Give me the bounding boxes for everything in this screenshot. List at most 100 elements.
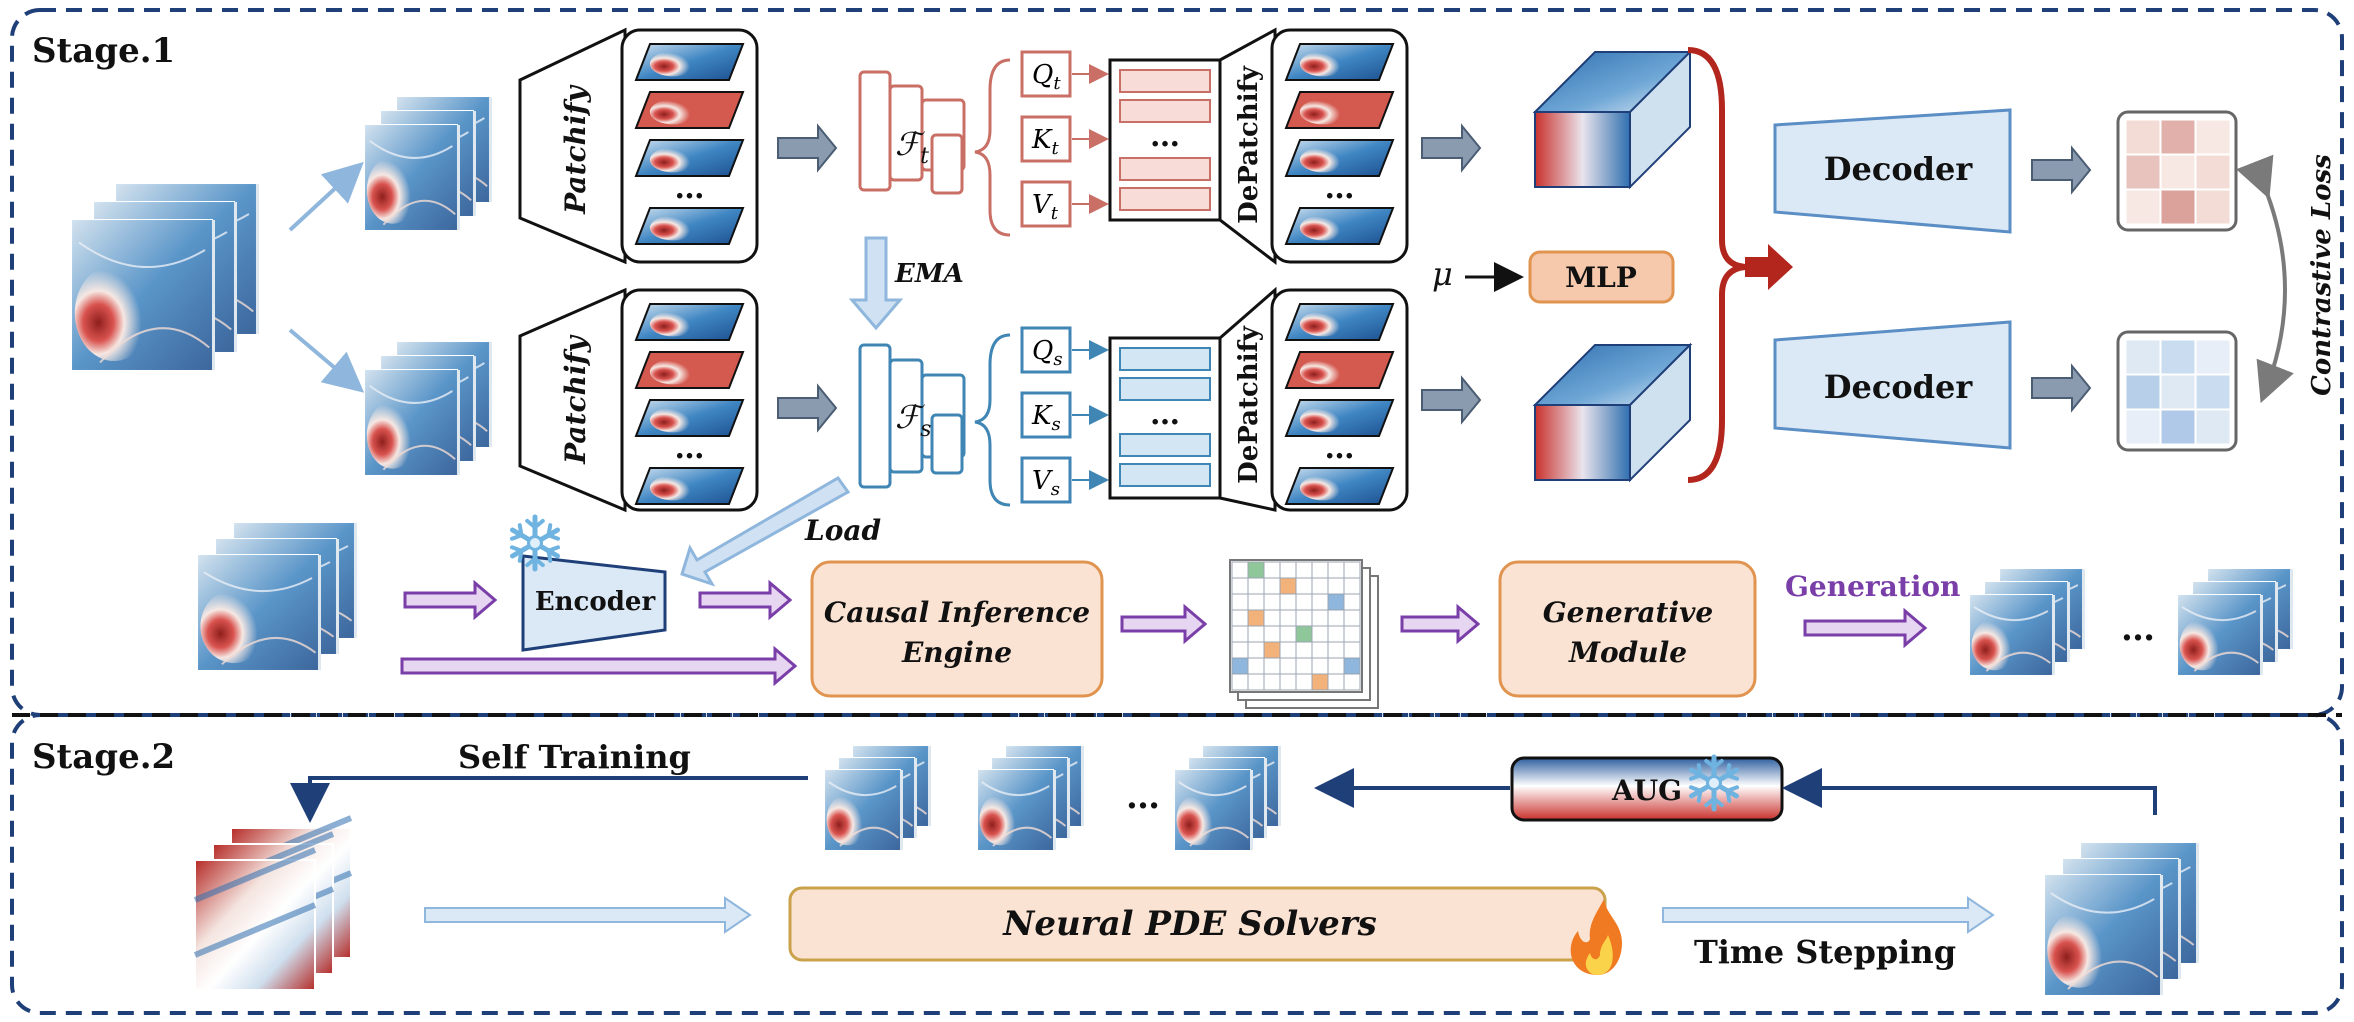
stack-edge (1278, 746, 1281, 826)
purple-arrow (698, 579, 793, 621)
matrix-cell (1279, 609, 1297, 627)
stage2-data-stack-3 (1174, 745, 1281, 851)
matrix-cell (1263, 593, 1281, 611)
generative-module-line2: Module (1568, 636, 1687, 669)
matrix-cell (1327, 625, 1345, 643)
patch-tile (1284, 91, 1395, 129)
gray-arrow (777, 123, 838, 173)
field-tile (2044, 874, 2161, 996)
stack-edge (928, 746, 931, 826)
purple-arrow (1803, 607, 1928, 649)
causal-matrix-icon (1229, 559, 1379, 709)
stack-edge (256, 184, 259, 334)
patch-column-top: … (620, 28, 759, 264)
stripe-tile (194, 859, 316, 991)
patch-tile (1284, 139, 1395, 177)
stack-edge (234, 202, 237, 352)
patch-tile (1284, 467, 1395, 505)
matrix-cell (1343, 673, 1361, 691)
field-tile (1174, 769, 1251, 851)
matrix-cell (1311, 625, 1329, 643)
matrix-cell (1247, 593, 1265, 611)
patch-ellipsis: … (1325, 431, 1355, 466)
patch-tile (634, 467, 745, 505)
patchify-top-label: Patchify (559, 84, 592, 214)
stack-edge (1053, 770, 1056, 850)
matrix-cell (1231, 593, 1249, 611)
stack-edge (900, 770, 903, 850)
field-tile (364, 124, 458, 231)
input-field-stack (71, 183, 259, 371)
purple-arrow (400, 645, 798, 687)
ema-arrow: EMA (848, 236, 964, 331)
matrix-cell (1327, 561, 1345, 579)
fusion-bracket (1687, 47, 1793, 483)
matrix-cell (1295, 641, 1313, 659)
stack-edge (1264, 758, 1267, 838)
encoder-block: Encoder (509, 514, 667, 652)
snowflake-icon (1688, 754, 1740, 812)
student-encoder: ℱs (858, 343, 966, 489)
grid-cell (2160, 119, 2196, 155)
ema-label: EMA (894, 259, 964, 289)
raw-input-stack (197, 522, 357, 671)
matrix-cell (1263, 641, 1281, 659)
field-tile (824, 769, 901, 851)
matrix-cell (1279, 561, 1297, 579)
matrix-cell (1327, 641, 1345, 659)
time-stepping-arrow (1662, 896, 1995, 934)
encoder-label: Encoder (535, 587, 656, 617)
generation-label: Generation (1785, 570, 1960, 603)
patch-tile (1284, 399, 1395, 437)
cube-front-face (1534, 111, 1631, 188)
feature-cube-bottom (1532, 342, 1693, 483)
generative-module: Generative Module (1498, 560, 1757, 698)
initial-condition-stack (193, 815, 353, 991)
stack-edge (1081, 746, 1084, 826)
student-output-grid (2116, 330, 2238, 452)
matrix-cell (1231, 641, 1249, 659)
matrix-cell (1279, 673, 1297, 691)
matrix-cell (1279, 593, 1297, 611)
patch-ellipsis: … (675, 431, 705, 466)
mlp-label: MLP (1565, 261, 1637, 294)
snowflake-shape (509, 514, 561, 572)
stack-edge (2082, 569, 2085, 649)
purple-arrow (1120, 603, 1208, 645)
matrix-cell (1231, 673, 1249, 691)
gray-arrows (777, 123, 2092, 433)
matrix-cell (1311, 641, 1329, 659)
self-training-label: Self Training (458, 738, 691, 776)
gray-arrow (1421, 375, 1482, 425)
grid-cell (2160, 374, 2196, 410)
gray-arrow (2031, 363, 2092, 413)
field-tile (1969, 594, 2053, 676)
stack-edge (2196, 843, 2199, 963)
depatchify-bottom: DePatchify (1218, 286, 1277, 512)
student-tokens: … (1108, 336, 1222, 500)
matrix-cell (1295, 673, 1313, 691)
matrix-cell (1231, 609, 1249, 627)
stage2-frame (10, 713, 2344, 1015)
matrix-cell (1343, 561, 1361, 579)
teacher-output-grid (2116, 110, 2238, 232)
depatchify-top: DePatchify (1218, 27, 1277, 266)
field-tile (977, 769, 1054, 851)
teacher-encoder: ℱt (858, 70, 966, 195)
student-brace (974, 333, 1011, 507)
gray-arrow (2031, 145, 2092, 195)
depatchify-top-label: DePatchify (1234, 65, 1264, 224)
prediction-stack (2044, 842, 2199, 996)
patch-tile (634, 43, 745, 81)
matrix-cell (1343, 641, 1361, 659)
patch-tile (1284, 207, 1395, 245)
grid-cell (2160, 339, 2196, 375)
time-stepping-label: Time Stepping (1694, 933, 1956, 971)
grid-cell (2160, 409, 2196, 445)
grid-cell (2195, 339, 2231, 375)
matrix-cell (1231, 625, 1249, 643)
field-tile (2177, 594, 2261, 676)
qkv-letter: Ks (1031, 401, 1061, 435)
matrix-cell (1343, 657, 1361, 675)
